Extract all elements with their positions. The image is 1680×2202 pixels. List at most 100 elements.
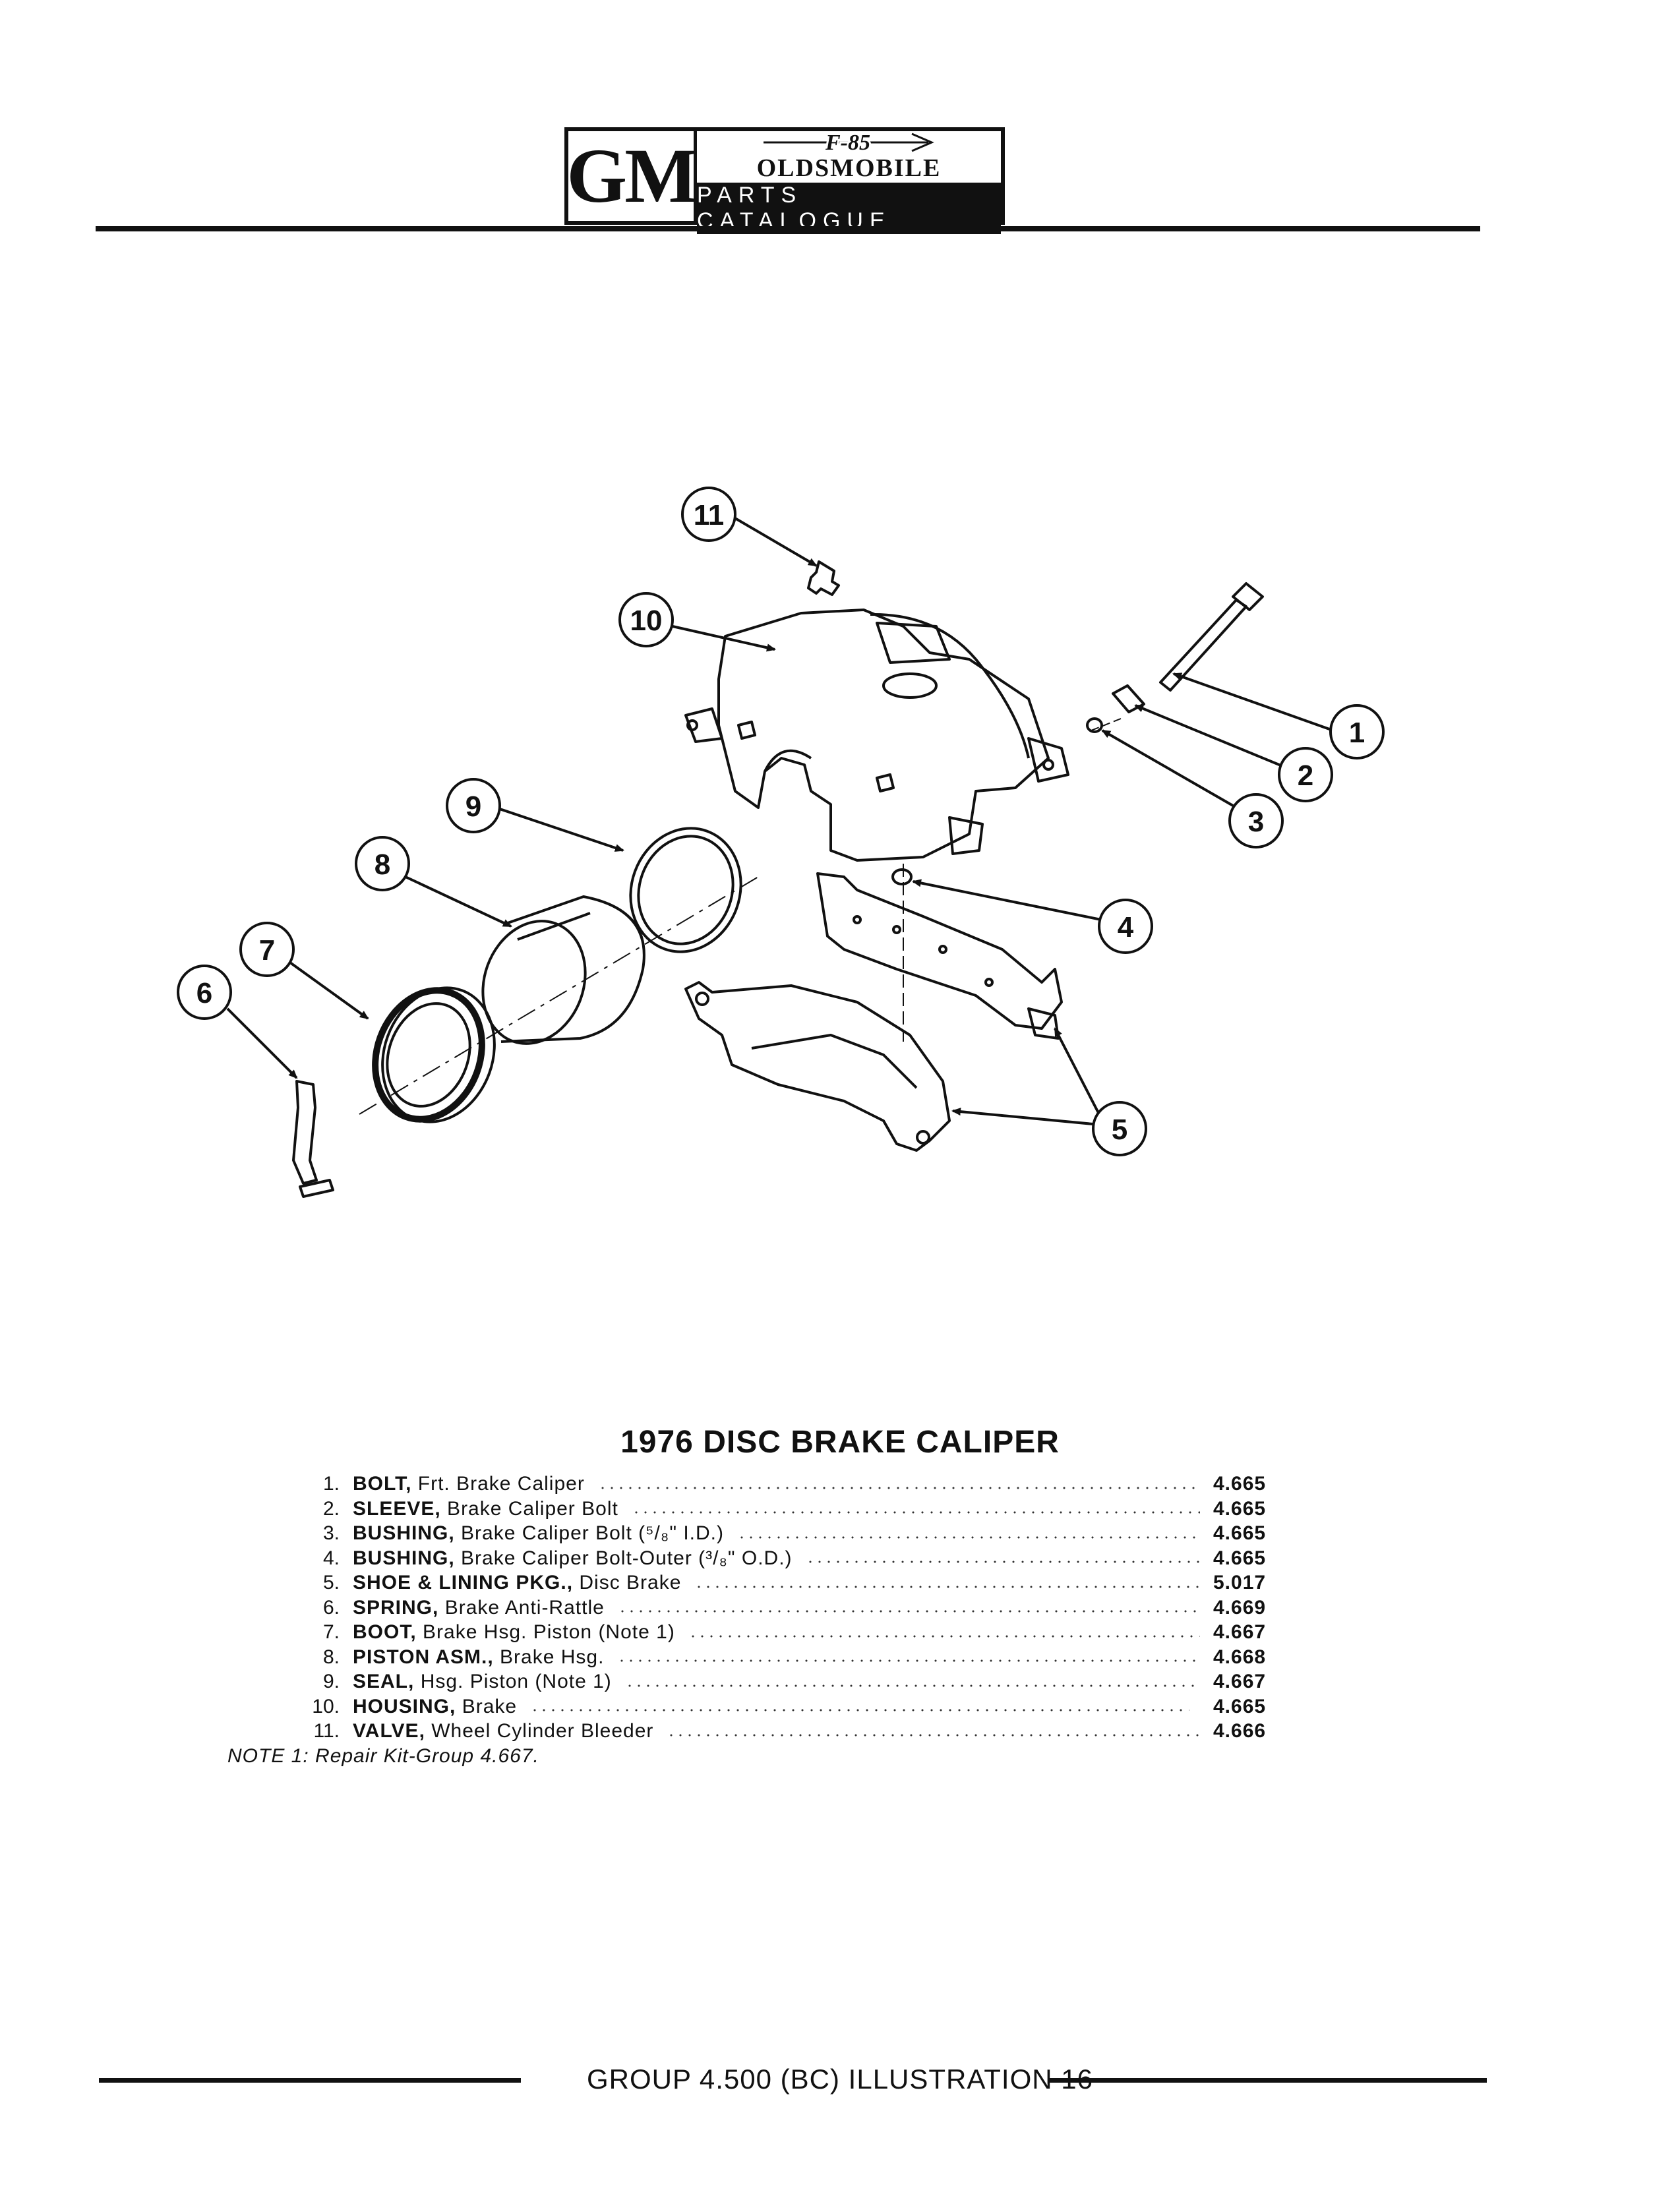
svg-text:11: 11 — [694, 499, 725, 531]
callout-8: 8 — [355, 836, 410, 891]
svg-text:7: 7 — [259, 934, 275, 967]
part-group-number: 4.667 — [1213, 1621, 1267, 1643]
part-number: 11. — [313, 1720, 340, 1742]
part-description: Brake Caliper Bolt-Outer (³/₈" O.D.) — [454, 1547, 793, 1569]
part-number: 6. — [322, 1596, 340, 1619]
gm-oldsmobile-logo: GM F-85 OLDSMOBILE PARTS CATALOGUE — [564, 127, 1005, 234]
part-number: 5. — [322, 1572, 340, 1593]
svg-text:2: 2 — [1298, 759, 1313, 792]
part-group-number: 4.666 — [1213, 1720, 1267, 1742]
piston-seal-part — [629, 827, 742, 953]
part-number: 9. — [322, 1671, 340, 1692]
part-name: SHOE & LINING PKG., — [353, 1572, 574, 1593]
parts-list-row: 7. BOOT, Brake Hsg. Piston (Note 1) 4.66… — [251, 1620, 1305, 1645]
part-group-number: 4.665 — [1213, 1473, 1267, 1495]
dot-leader — [617, 1659, 1200, 1663]
parts-list-row: 4. BUSHING, Brake Caliper Bolt-Outer (³/… — [251, 1546, 1305, 1571]
dot-leader — [617, 1610, 1200, 1613]
parts-list-row: 6. SPRING, Brake Anti-Rattle 4.669 — [251, 1595, 1305, 1621]
parts-list-row: 9. SEAL, Hsg. Piston (Note 1) 4.667 — [251, 1669, 1305, 1694]
dot-leader — [805, 1561, 1200, 1564]
callout-5: 5 — [1092, 1101, 1147, 1156]
part-number: 8. — [322, 1646, 340, 1668]
parts-list-row: 2. SLEEVE, Brake Caliper Bolt 4.665 — [251, 1497, 1305, 1522]
caliper-housing-part — [684, 609, 1069, 862]
callout-4: 4 — [1098, 899, 1153, 954]
part-group-number: 4.665 — [1213, 1522, 1267, 1544]
logo-model-arrow: F-85 — [763, 131, 934, 154]
parts-list-row: 5. SHOE & LINING PKG., Disc Brake 5.017 — [251, 1570, 1305, 1595]
dot-leader — [624, 1684, 1200, 1687]
dot-leader — [667, 1733, 1200, 1737]
part-name: BOLT, — [353, 1473, 412, 1495]
parts-list-row: 3. BUSHING, Brake Caliper Bolt (⁵/₈" I.D… — [251, 1521, 1305, 1546]
parts-list: 1. BOLT, Frt. Brake Caliper 4.665 2. SLE… — [251, 1472, 1305, 1744]
part-description: Brake Caliper Bolt (⁵/₈" I.D.) — [454, 1522, 724, 1544]
callout-2: 2 — [1278, 747, 1333, 802]
part-description: Brake Anti-Rattle — [438, 1596, 605, 1619]
gm-logo-mark: GM — [566, 131, 698, 221]
piston-part — [481, 895, 645, 1045]
parts-list-row: 1. BOLT, Frt. Brake Caliper 4.665 — [251, 1472, 1305, 1497]
part-number: 2. — [322, 1497, 340, 1520]
svg-text:8: 8 — [375, 848, 390, 881]
anti-rattle-spring-part — [292, 1080, 334, 1198]
callout-7: 7 — [239, 922, 295, 977]
header-rule — [96, 226, 1480, 231]
part-name: BUSHING, — [353, 1547, 455, 1569]
outer-shoe-part — [684, 981, 951, 1152]
footer-rule-right — [1048, 2078, 1487, 2083]
diagram-title: 1976 DISC BRAKE CALIPER — [620, 1425, 1060, 1460]
callout-6: 6 — [177, 965, 232, 1020]
piston-boot-part — [372, 986, 496, 1123]
svg-text:4: 4 — [1118, 911, 1134, 943]
part-name: BUSHING, — [353, 1522, 455, 1544]
dot-leader — [597, 1486, 1200, 1489]
logo-model-text: F-85 — [825, 131, 870, 154]
part-name: SPRING, — [353, 1596, 439, 1619]
part-group-number: 4.667 — [1213, 1671, 1267, 1692]
part-name: SEAL, — [353, 1671, 415, 1692]
repair-kit-note: NOTE 1: Repair Kit-Group 4.667. — [227, 1745, 539, 1767]
caliper-exploded-diagram: 11 10 1 2 3 4 5 9 — [177, 487, 1385, 1198]
part-description: Hsg. Piston (Note 1) — [414, 1671, 612, 1692]
parts-list-row: 11. VALVE, Wheel Cylinder Bleeder 4.666 — [251, 1719, 1305, 1744]
part-group-number: 4.669 — [1213, 1596, 1267, 1619]
outer-bushing-part — [891, 868, 913, 885]
part-description: Brake — [456, 1695, 518, 1717]
dot-leader — [530, 1709, 1190, 1712]
callout-3: 3 — [1228, 793, 1284, 848]
bleeder-valve-part — [807, 560, 840, 596]
bolt-bushing-part — [1086, 717, 1103, 733]
svg-text:9: 9 — [465, 790, 481, 823]
svg-text:6: 6 — [196, 977, 212, 1009]
part-number: 7. — [322, 1621, 340, 1643]
part-description: Frt. Brake Caliper — [411, 1473, 585, 1495]
caliper-bolt-part — [1159, 582, 1264, 692]
part-description: Disc Brake — [573, 1572, 682, 1593]
callout-1: 1 — [1329, 704, 1385, 759]
part-group-number: 5.017 — [1213, 1572, 1267, 1593]
svg-text:1: 1 — [1349, 717, 1365, 749]
part-number: 1. — [322, 1473, 340, 1495]
dot-leader — [688, 1634, 1200, 1638]
dot-leader — [694, 1585, 1200, 1588]
footer-rule-left — [99, 2078, 521, 2083]
part-description: Brake Hsg. — [493, 1646, 605, 1668]
logo-text-block: F-85 OLDSMOBILE PARTS CATALOGUE — [697, 131, 1001, 234]
dot-leader — [736, 1535, 1200, 1539]
part-description: Brake Caliper Bolt — [440, 1497, 618, 1520]
part-group-number: 4.665 — [1213, 1547, 1267, 1569]
footer-caption: GROUP 4.500 (BC) ILLUSTRATION 16 — [586, 2064, 1093, 2095]
part-name: BOOT, — [353, 1621, 417, 1643]
parts-list-row: 8. PISTON ASM., Brake Hsg. 4.668 — [251, 1645, 1305, 1670]
part-number: 10. — [312, 1695, 340, 1717]
part-description: Brake Hsg. Piston (Note 1) — [416, 1621, 675, 1643]
part-group-number: 4.665 — [1213, 1497, 1267, 1520]
logo-model: F-85 — [697, 131, 1001, 154]
logo-brand: OLDSMOBILE — [756, 154, 942, 182]
callout-9: 9 — [446, 778, 501, 833]
callout-10: 10 — [618, 592, 674, 647]
parts-list-row: 10. HOUSING, Brake 4.665 — [251, 1694, 1305, 1719]
part-name: PISTON ASM., — [353, 1646, 494, 1668]
